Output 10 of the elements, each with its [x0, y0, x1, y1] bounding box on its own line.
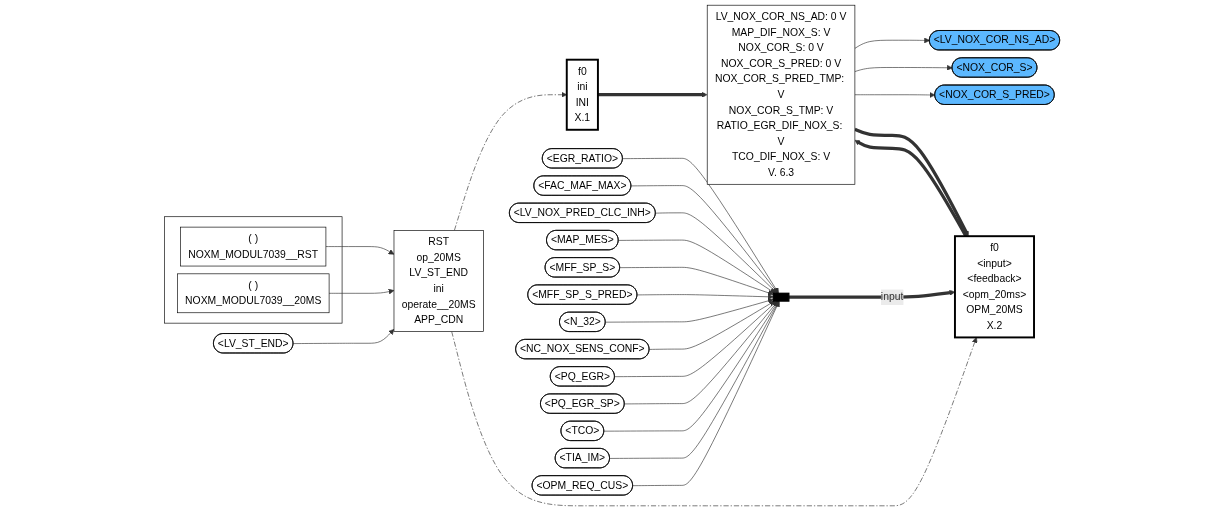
node-box: f0 ini INI X.1	[565, 58, 599, 131]
arrow	[597, 91, 708, 98]
node-box: ( ) NOXM_MODUL7039__20MS	[177, 273, 330, 314]
node-box: RST op_20MS LV_ST_END ini operate__20MS APP_CDN	[393, 230, 484, 332]
cluster	[164, 216, 343, 324]
node-bar	[772, 292, 790, 302]
edge-label: input	[880, 291, 904, 303]
node-box: LV_NOX_COR_NS_AD: 0 V MAP_DIF_NOX_S: V NOX_COR_S: 0 V NOX_COR_S_PRED: 0 V NOX_COR_S_PRED_TMP: V NOX_COR_S_TMP: V RATIO_EGR_DIF_NOX_S: V TCO_DIF_NOX_S: V V. 6.3	[706, 4, 856, 185]
node-box: f0 <input> <feedback> <opm_20ms> OPM_20MS X.2	[953, 235, 1035, 339]
node-box: ( ) NOXM_MODUL7039__RST	[180, 226, 327, 267]
